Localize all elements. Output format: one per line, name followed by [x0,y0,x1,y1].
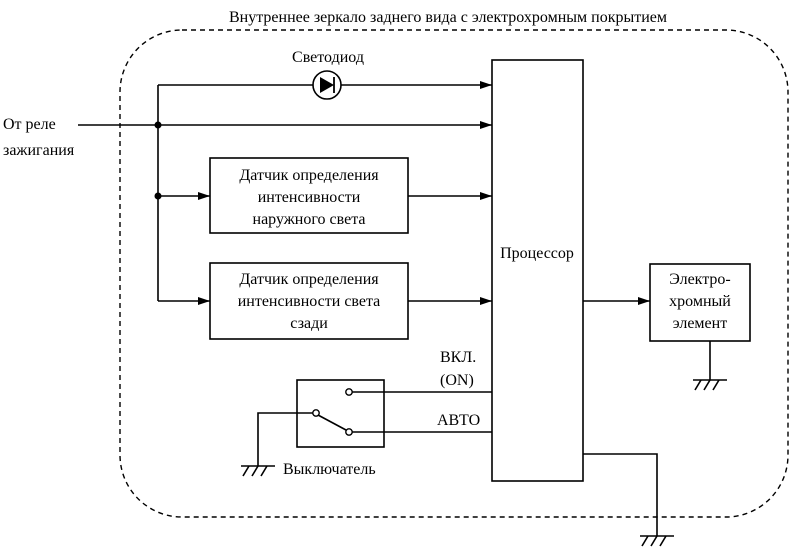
switch-auto-label: АВТО [437,412,480,429]
sensor-outer-line1: Датчик определения [239,167,379,184]
ec-element-line2: хромный [669,293,731,310]
switch-on-label-line1: ВКЛ. [440,349,476,366]
ec-element-box [649,263,751,342]
processor-label: Процессор [500,245,574,262]
led-label: Светодиод [292,49,364,66]
switch-ground-wire [257,412,313,466]
mirror-boundary [119,29,789,518]
input-label-line1: От реле [3,116,56,133]
ec-element-line3: элемент [673,315,727,332]
sensor-rear-line3: сзади [290,315,328,332]
sensor-rear-line1: Датчик определения [239,271,379,288]
switch-label: Выключатель [283,461,376,478]
led-icon [312,70,342,100]
ground-icon [241,465,275,477]
switch-on-label-line2: (ON) [440,372,474,389]
sensor-rear-box [209,262,409,340]
sensor-rear-line2: интенсивности света [238,293,381,310]
ec-element-line1: Электро- [669,271,731,288]
sensor-outer-line3: наружного света [253,211,366,228]
processor-ground-wire [583,453,658,536]
ground-icon [640,535,674,547]
diagram-title: Внутреннее зеркало заднего вида с электр… [229,9,667,26]
processor-box [491,59,584,482]
sensor-outer-line2: интенсивности [258,189,361,206]
sensor-outer-box [209,157,409,234]
junction-dot [154,121,162,129]
ground-icon [693,379,727,391]
input-label-line2: зажигания [3,142,75,159]
